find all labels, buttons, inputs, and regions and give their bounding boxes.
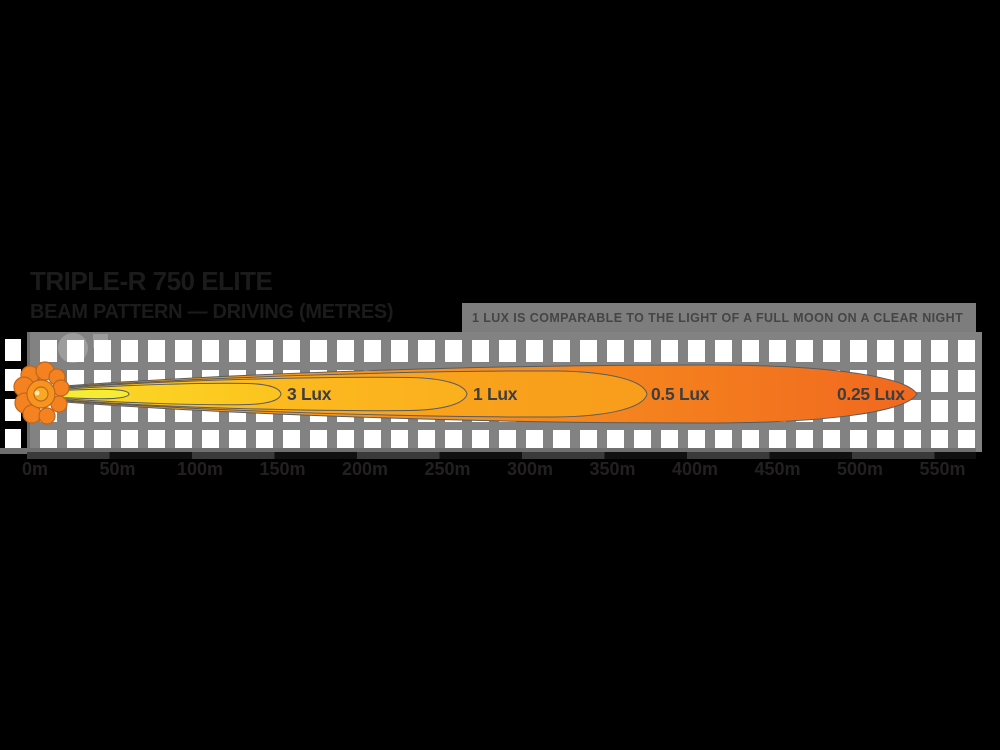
distance-label: 300m bbox=[506, 459, 554, 479]
scale-baseline bbox=[0, 448, 976, 454]
contour-label-1lux: 1 Lux bbox=[473, 384, 518, 404]
distance-label: 400m bbox=[671, 459, 719, 479]
distance-label: 100m bbox=[176, 459, 224, 479]
beam-contour-core bbox=[51, 388, 130, 400]
watermark-square-icon bbox=[93, 334, 108, 348]
page-title: TRIPLE-R 750 ELITE bbox=[30, 266, 273, 296]
distance-label: 200m bbox=[341, 459, 389, 479]
contour-label-3lux: 3 Lux bbox=[287, 384, 332, 404]
beam-contour-3lux bbox=[51, 382, 282, 406]
watermark-circle-icon bbox=[58, 333, 88, 363]
left-edge-tick bbox=[5, 339, 21, 361]
distance-label: 0m bbox=[21, 459, 49, 479]
distance-scale-labels: 0m 50m 100m 150m 200m 250m 300m 350m 400m 450m 500… bbox=[0, 459, 1000, 483]
legend-strip: 1 LUX IS COMPARABLE TO THE LIGHT OF A FU… bbox=[462, 303, 976, 332]
distance-label: 250m bbox=[424, 459, 471, 479]
legend-note: 1 LUX IS COMPARABLE TO THE LIGHT OF A FU… bbox=[472, 310, 964, 325]
left-edge-tick bbox=[5, 429, 21, 451]
scale-bar bbox=[27, 452, 976, 459]
page-subtitle: BEAM PATTERN — DRIVING (METRES) bbox=[30, 301, 394, 323]
distance-label: 150m bbox=[259, 459, 306, 479]
lamp-burst-icon bbox=[13, 361, 70, 425]
distance-label: 550m bbox=[919, 459, 966, 479]
distance-label: 450m bbox=[754, 459, 801, 479]
contour-label-05lux: 0.5 Lux bbox=[651, 384, 710, 404]
contour-label-025lux: 0.25 Lux bbox=[837, 384, 905, 404]
distance-label: 500m bbox=[836, 459, 884, 479]
distance-label: 350m bbox=[589, 459, 636, 479]
distance-label: 50m bbox=[99, 459, 136, 479]
